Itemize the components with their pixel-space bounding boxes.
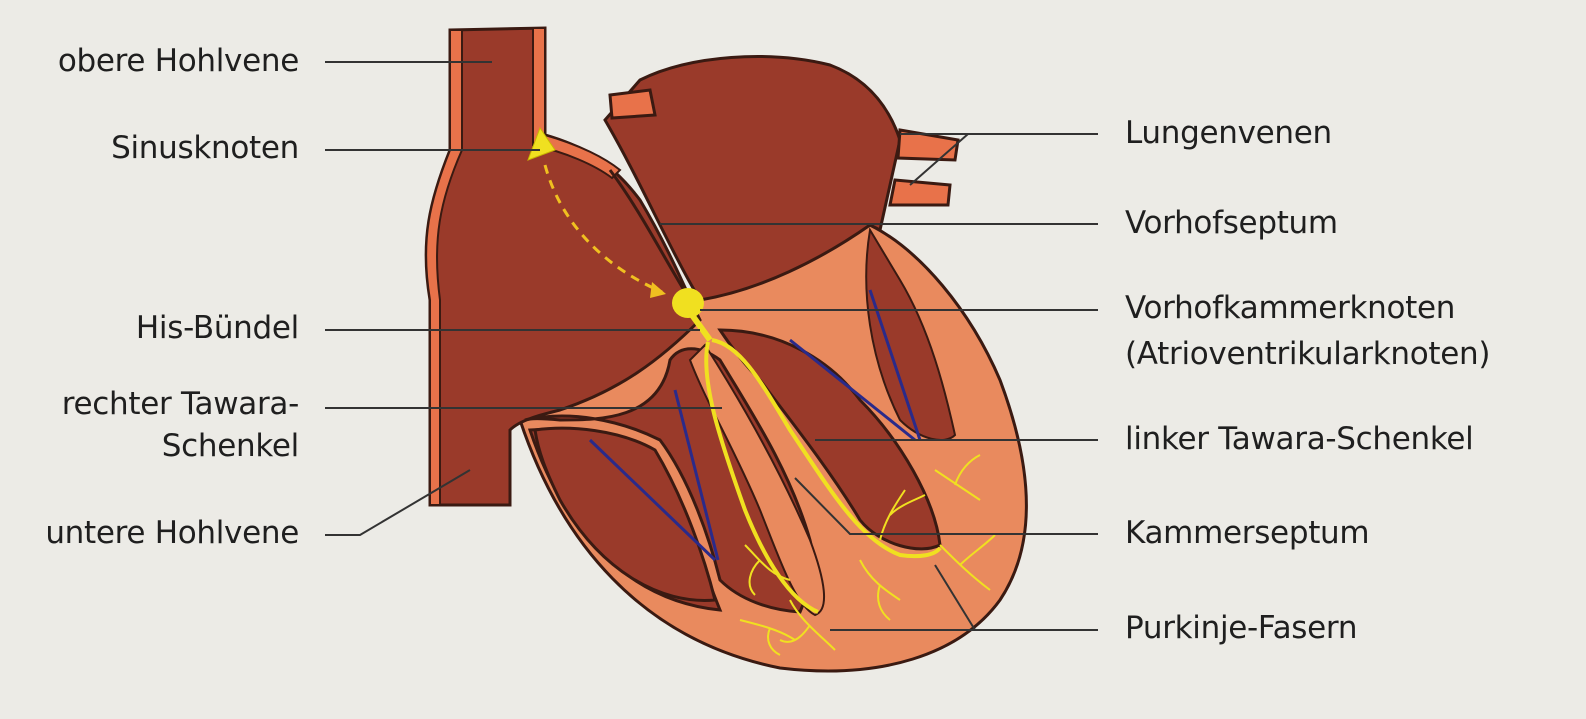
pulmonary-vein-upper: [896, 128, 960, 162]
label-inferior-vena-cava: untere Hohlvene: [45, 515, 299, 551]
label-sinus-node: Sinusknoten: [111, 130, 299, 166]
av-node: [672, 288, 704, 318]
chorda-3: [789, 338, 916, 442]
purkinje-fibers: [739, 454, 996, 656]
internodal-arrow-head: [650, 282, 666, 298]
purkinje-branch-4: [939, 534, 996, 591]
ventricular-septum: [688, 343, 826, 617]
label-pulmonary-veins: Lungenvenen: [1125, 115, 1332, 151]
leader-pulmonary-veins-branch: [909, 133, 969, 186]
purkinje-branch-3: [879, 489, 926, 541]
leader-inferior-vena-cava: [325, 469, 471, 536]
chordae-tendineae: [588, 289, 922, 562]
chorda-2: [673, 389, 720, 561]
left-bundle-branch: [711, 338, 942, 559]
pulmonary-vein-left-stub: [608, 88, 657, 120]
superior-vena-cava-right-wall: [532, 27, 622, 180]
chorda-4: [868, 289, 922, 441]
bundle-of-his: [689, 313, 713, 342]
purkinje-branch-5: [934, 454, 981, 501]
right-ventricle-cavity: [533, 426, 717, 602]
chorda-1: [588, 438, 717, 562]
label-purkinje-fibers: Purkinje-Fasern: [1125, 610, 1358, 646]
label-atrial-septum: Vorhofseptum: [1125, 205, 1338, 241]
label-av-node: Vorhofkammerknoten (Atrioventrikularknot…: [1125, 290, 1491, 372]
purkinje-branch-1: [744, 544, 791, 596]
right-bundle-branch: [704, 341, 819, 614]
atrial-septum-line: [608, 169, 692, 301]
purkinje-branch-7: [859, 559, 901, 621]
sinus-node: [527, 126, 556, 161]
pulmonary-vein-lower: [888, 178, 952, 207]
leader-lines: [325, 61, 1098, 631]
label-left-bundle-branch: linker Tawara-Schenkel: [1125, 421, 1474, 457]
purkinje-branch-6: [739, 619, 796, 656]
superior-vena-cava-wall: [425, 29, 463, 506]
label-ventricular-septum: Kammerseptum: [1125, 515, 1370, 551]
leader-purkinje-fibers-branch: [934, 564, 976, 631]
leader-ventricular-septum: [794, 477, 1098, 535]
internodal-arrow-path: [543, 164, 663, 294]
label-bundle-of-his: His-Bündel: [135, 310, 299, 346]
label-superior-vena-cava: obere Hohlvene: [57, 43, 299, 79]
label-right-bundle-branch: rechter Tawara- Schenkel: [61, 386, 300, 464]
